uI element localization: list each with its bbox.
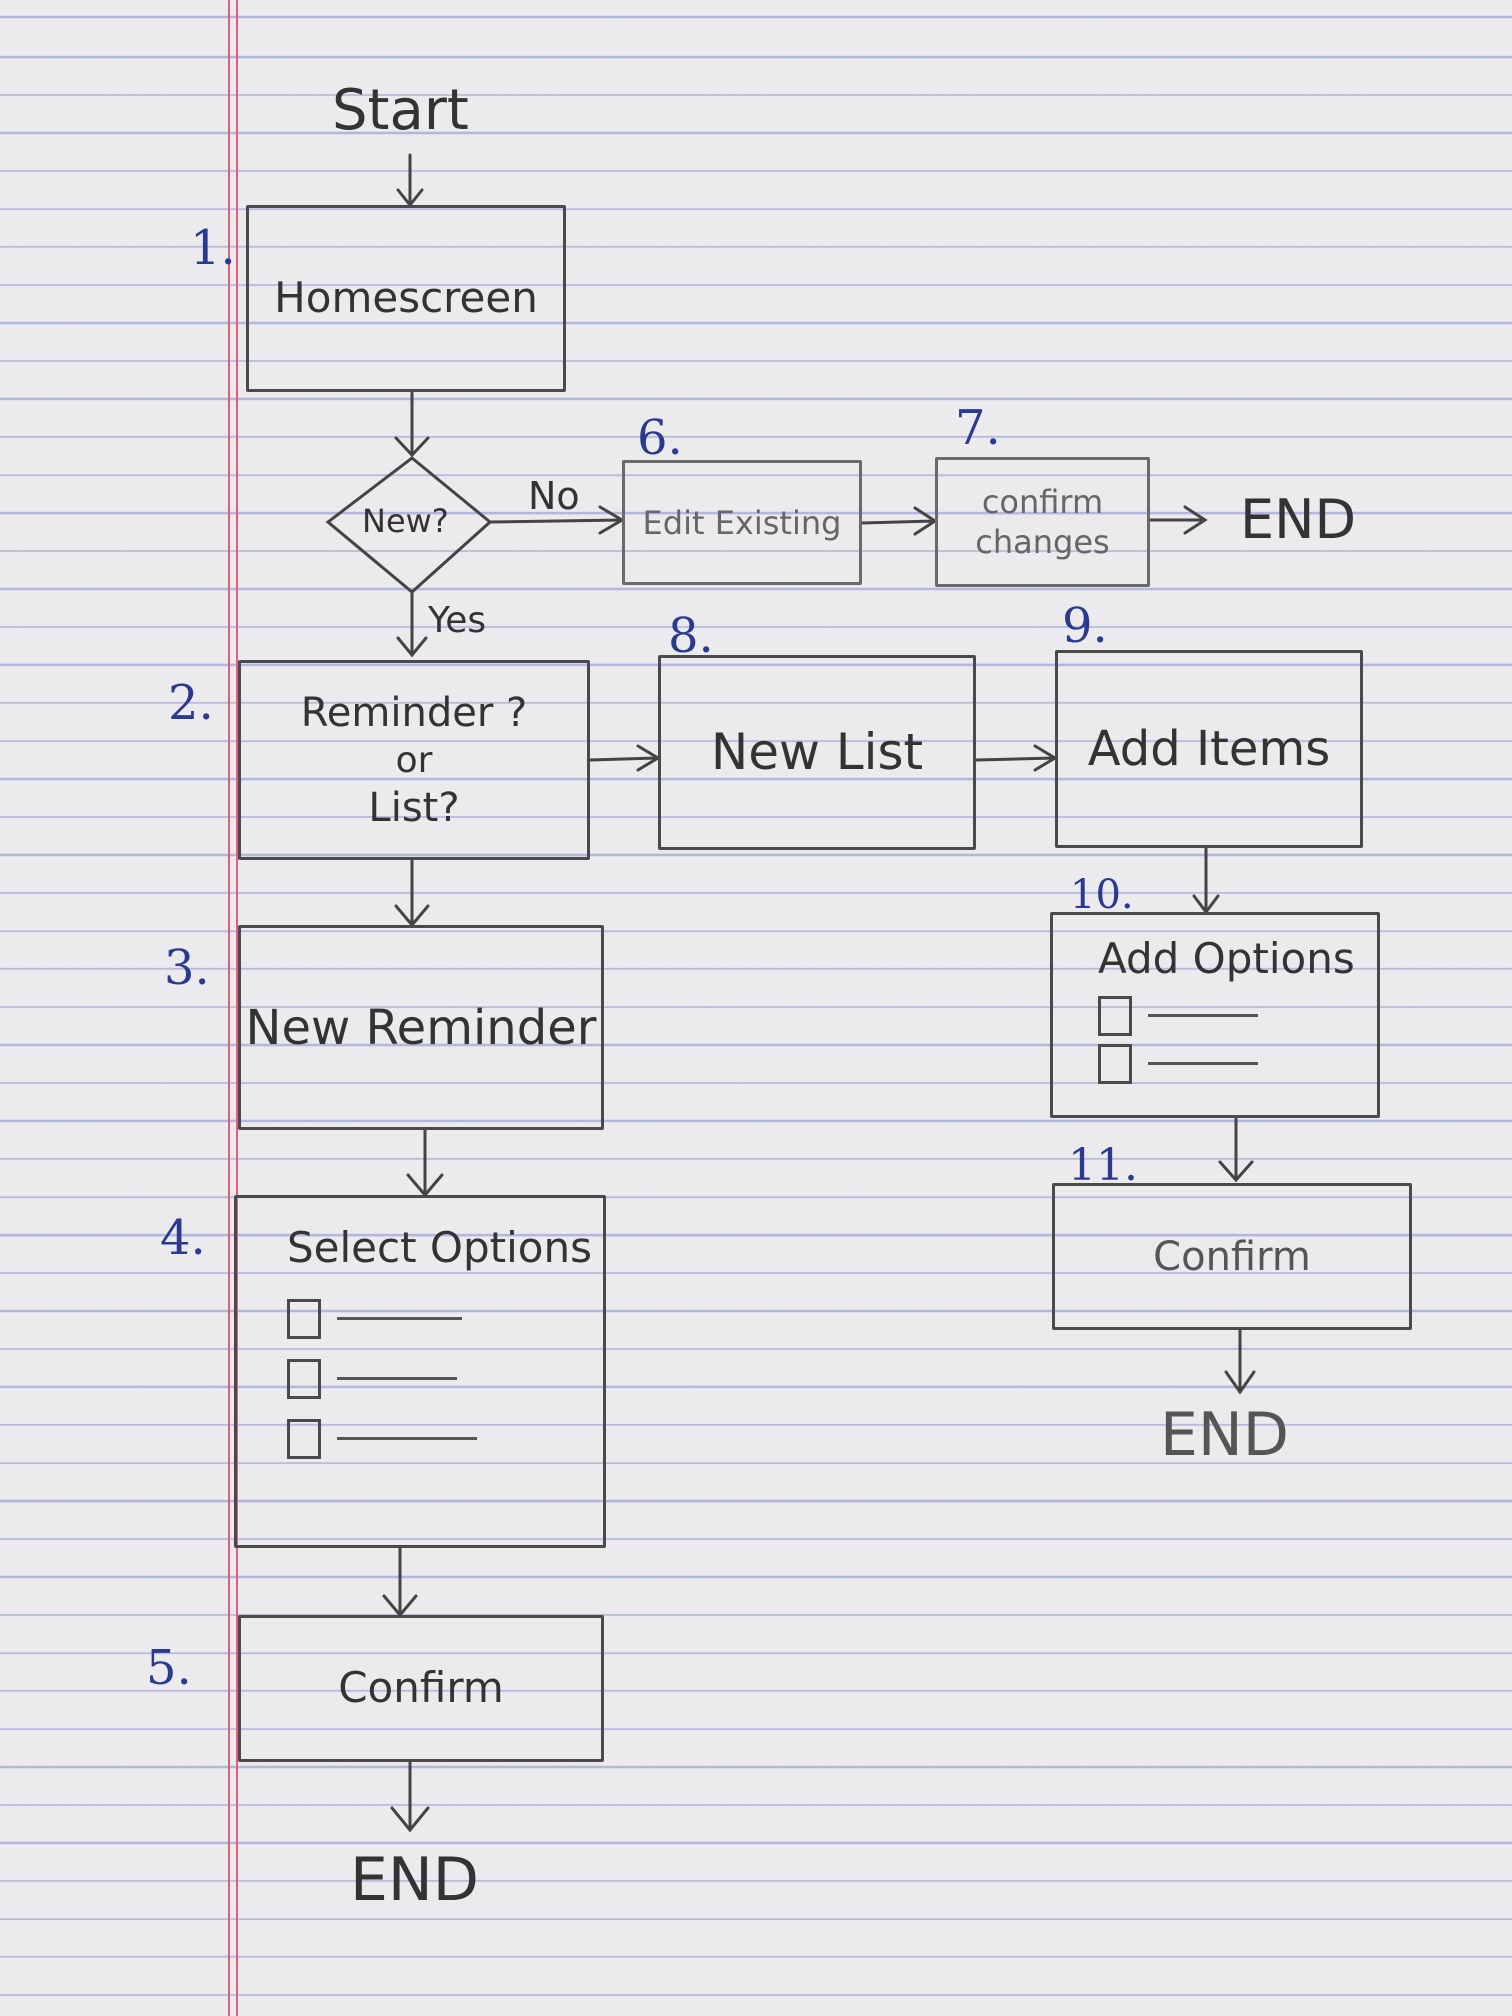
node-6-number: 6. [637, 410, 683, 466]
node-confirm-changes-line1: confirm [981, 483, 1104, 521]
node-new-reminder-label: New Reminder [245, 999, 597, 1056]
checkbox-icon [287, 1298, 321, 1339]
option-line [337, 1377, 457, 1380]
option-line [337, 1317, 462, 1320]
node-confirm-11: Confirm [1052, 1183, 1412, 1330]
node-edit-existing: Edit Existing [622, 460, 862, 585]
node-reminder-or-list-line3: List? [368, 784, 460, 831]
node-confirm-5-label: Confirm [338, 1663, 504, 1713]
select-options-option-row [287, 1298, 462, 1339]
node-7-number: 7. [955, 400, 1001, 456]
end-label-top-right: END [1240, 488, 1357, 551]
arrowhead-reminder-or-list [396, 636, 428, 658]
edge-label-no: No [528, 474, 580, 518]
node-new-reminder: New Reminder [238, 925, 604, 1130]
arrowhead-end-top [1183, 505, 1208, 535]
end-label-left-bottom: END [350, 1845, 479, 1915]
node-new-list-label: New List [710, 723, 924, 782]
option-line [1148, 1062, 1258, 1065]
node-reminder-or-list-line1: Reminder ? [300, 689, 528, 736]
node-add-items-label: Add Items [1087, 721, 1331, 777]
node-select-options: Select Options [234, 1195, 606, 1548]
node-new-list: New List [658, 655, 976, 850]
select-options-option-row [287, 1418, 477, 1459]
checkbox-icon [1098, 1043, 1132, 1084]
arrow-edit-to-confirm-changes [860, 519, 937, 525]
node-11-number: 11. [1068, 1140, 1138, 1191]
start-label: Start [332, 78, 469, 143]
node-4-number: 4. [160, 1210, 206, 1266]
node-5-number: 5. [146, 1640, 192, 1696]
node-confirm-5: Confirm [238, 1615, 604, 1762]
node-10-number: 10. [1070, 872, 1134, 918]
node-confirm-changes: confirm changes [935, 457, 1150, 587]
option-line [1148, 1014, 1258, 1017]
edge-label-yes: Yes [428, 600, 487, 641]
arrowhead-end-right [1224, 1370, 1256, 1395]
node-add-items: Add Items [1055, 650, 1363, 848]
arrow-reminder-or-list-to-new-list [588, 756, 660, 762]
arrowhead-confirm-11 [1218, 1160, 1254, 1183]
arrow-no-to-edit [488, 518, 624, 524]
node-9-number: 9. [1062, 598, 1108, 654]
node-add-options-label: Add Options [1098, 934, 1355, 983]
margin-line-right [236, 0, 238, 2016]
node-3-number: 3. [164, 940, 210, 996]
end-label-right-bottom: END [1160, 1400, 1289, 1470]
node-8-number: 8. [668, 608, 714, 664]
node-edit-existing-label: Edit Existing [642, 503, 842, 542]
node-homescreen-label: Homescreen [274, 273, 538, 323]
node-confirm-11-label: Confirm [1153, 1233, 1311, 1280]
node-2-number: 2. [168, 675, 214, 731]
checkbox-icon [1098, 995, 1132, 1036]
decision-label: New? [362, 502, 449, 540]
node-select-options-label: Select Options [287, 1223, 592, 1272]
add-options-option-row [1098, 995, 1258, 1036]
select-options-option-row [287, 1358, 457, 1399]
node-reminder-or-list-line2: or [395, 739, 433, 781]
checkbox-icon [287, 1358, 321, 1399]
node-homescreen: Homescreen [246, 205, 566, 392]
node-reminder-or-list: Reminder ? or List? [238, 660, 590, 860]
checkbox-icon [287, 1418, 321, 1459]
arrowhead-end-left [390, 1806, 430, 1833]
margin-line-left [228, 0, 230, 2016]
node-1-number: 1. [190, 220, 236, 276]
arrowhead-decision [394, 436, 430, 458]
option-line [337, 1437, 477, 1440]
add-options-option-row [1098, 1043, 1258, 1084]
node-add-options: Add Options [1050, 912, 1380, 1118]
node-confirm-changes-line2: changes [975, 523, 1110, 561]
arrow-new-list-to-add-items [974, 756, 1057, 762]
